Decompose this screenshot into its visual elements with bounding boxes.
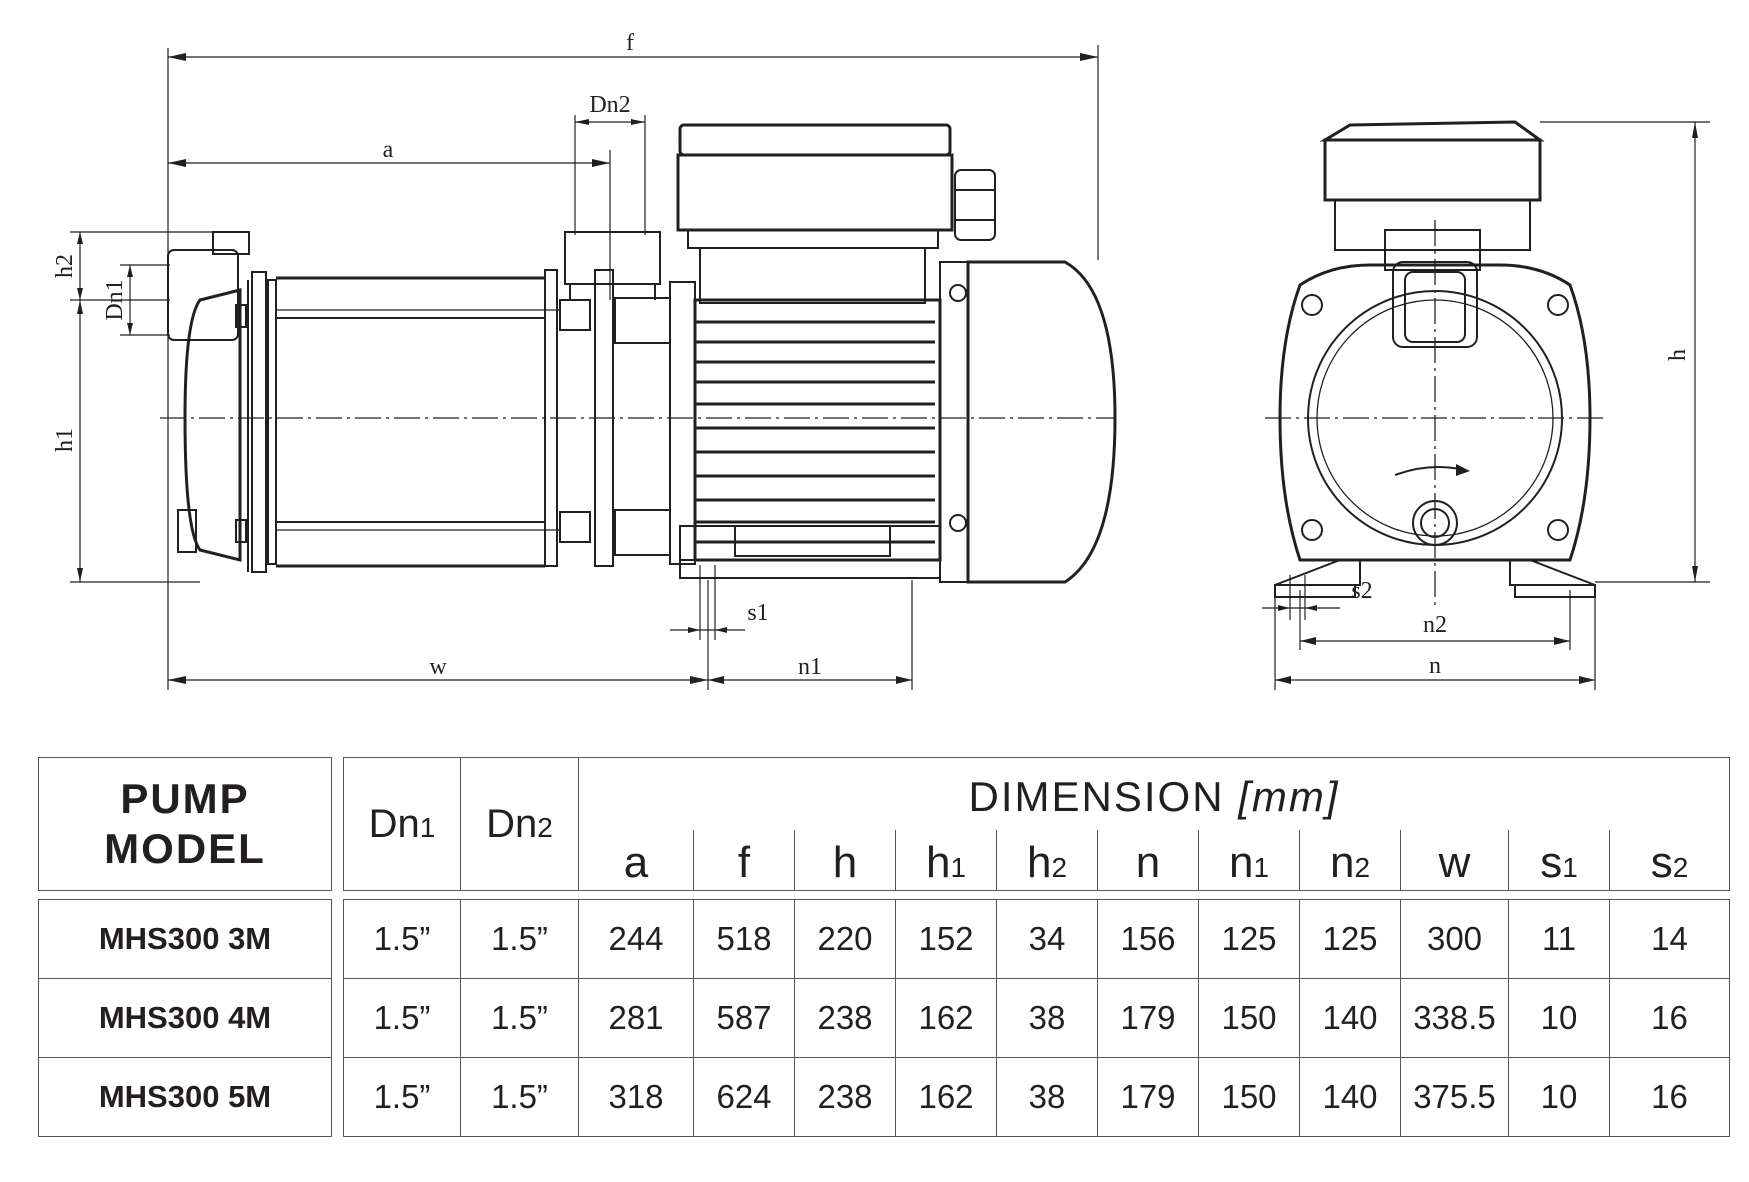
dimension-n: n — [1274, 590, 1596, 690]
table-row: 1.5” 1.5” 318 624 238 162 38 179 150 140… — [343, 1057, 1731, 1137]
dn1-cell: 1.5” — [343, 1057, 461, 1137]
value-cell-n: 179 — [1097, 1057, 1199, 1137]
label-dn2: Dn2 — [589, 92, 630, 118]
dimension-n1: n1 — [708, 580, 913, 690]
col-header-n: n — [1097, 829, 1199, 891]
value-cell-h1: 162 — [895, 978, 997, 1058]
dn2-header: Dn2 — [460, 757, 579, 891]
value-cell-h2: 38 — [996, 978, 1098, 1058]
col-header-s2: s2 — [1608, 829, 1731, 891]
value-cell-h: 220 — [794, 899, 896, 979]
dimension-table: Dn1 Dn2 DIMENSION [mm] a f h h1 h2 n n1 … — [343, 757, 1731, 1137]
dimension-a: a — [168, 137, 611, 300]
dimension-w: w — [168, 580, 709, 690]
dimension-f: f — [167, 30, 1099, 690]
label-f: f — [626, 30, 634, 56]
label-s2: s2 — [1351, 578, 1372, 604]
pump-dimension-drawing: f Dn2 a h2 — [52, 30, 1710, 690]
label-h2: h2 — [52, 254, 78, 278]
value-cell-h1: 162 — [895, 1057, 997, 1137]
value-cell-f: 518 — [693, 899, 795, 979]
pump-end-cover — [167, 231, 277, 573]
label-n1: n1 — [798, 654, 822, 680]
dimension-h2: h2 — [52, 231, 220, 301]
dn1-cell: 1.5” — [343, 899, 461, 979]
pump-model-header-line2: MODEL — [104, 825, 266, 872]
pump-model-header: PUMP MODEL — [38, 757, 332, 891]
label-h: h — [1665, 349, 1691, 361]
value-cell-a: 244 — [578, 899, 694, 979]
col-header-a: a — [578, 829, 694, 891]
value-cell-h2: 34 — [996, 899, 1098, 979]
value-cell-f: 624 — [693, 1057, 795, 1137]
dimension-h: h — [1540, 121, 1710, 583]
label-w: w — [429, 654, 447, 680]
dn2-cell: 1.5” — [460, 978, 579, 1058]
value-cell-a: 281 — [578, 978, 694, 1058]
dn1-header: Dn1 — [343, 757, 461, 891]
model-cell: MHS300 4M — [38, 978, 332, 1058]
dimension-s1: s1 — [670, 565, 769, 640]
value-cell-s1: 11 — [1508, 899, 1610, 979]
value-cell-n2: 140 — [1299, 978, 1401, 1058]
terminal-box — [676, 123, 996, 304]
value-cell-s2: 16 — [1608, 978, 1731, 1058]
table-row: 1.5” 1.5” 281 587 238 162 38 179 150 140… — [343, 978, 1731, 1058]
dimension-dn2: Dn2 — [574, 92, 646, 235]
label-h1: h1 — [52, 428, 78, 452]
value-cell-s2: 14 — [1608, 899, 1731, 979]
col-header-n2: n2 — [1299, 829, 1401, 891]
value-cell-n1: 150 — [1198, 1057, 1300, 1137]
value-cell-h: 238 — [794, 978, 896, 1058]
label-n: n — [1429, 653, 1441, 679]
dimension-n2: n2 — [1299, 590, 1571, 650]
value-cell-n2: 140 — [1299, 1057, 1401, 1137]
model-cell: MHS300 3M — [38, 899, 332, 979]
side-view: f Dn2 a h2 — [52, 30, 1117, 690]
dn2-cell: 1.5” — [460, 1057, 579, 1137]
dn1-cell: 1.5” — [343, 978, 461, 1058]
pump-body — [276, 269, 696, 568]
value-cell-n2: 125 — [1299, 899, 1401, 979]
value-cell-s1: 10 — [1508, 1057, 1610, 1137]
motor-housing — [693, 260, 1117, 584]
value-cell-s2: 16 — [1608, 1057, 1731, 1137]
col-header-w: w — [1400, 829, 1509, 891]
col-header-h1: h1 — [895, 829, 997, 891]
dimension-title: DIMENSION [mm] — [577, 757, 1731, 830]
dn2-cell: 1.5” — [460, 899, 579, 979]
value-cell-a: 318 — [578, 1057, 694, 1137]
value-cell-h1: 152 — [895, 899, 997, 979]
col-header-h: h — [794, 829, 896, 891]
end-view: h s2 n2 n — [1262, 120, 1710, 690]
label-s1: s1 — [747, 600, 768, 626]
value-cell-w: 300 — [1400, 899, 1509, 979]
value-cell-w: 338.5 — [1400, 978, 1509, 1058]
label-dn1: Dn1 — [102, 279, 128, 320]
col-header-f: f — [693, 829, 795, 891]
motor-base-feet — [679, 525, 941, 579]
col-header-s1: s1 — [1508, 829, 1610, 891]
label-n2: n2 — [1423, 612, 1447, 638]
dimension-dn1: Dn1 — [102, 264, 170, 336]
col-header-n1: n1 — [1198, 829, 1300, 891]
value-cell-n1: 150 — [1198, 978, 1300, 1058]
pump-model-table: PUMP MODEL MHS300 3M MHS300 4M MHS300 5M — [38, 757, 332, 1137]
discharge-port — [564, 231, 661, 300]
pump-model-header-line1: PUMP — [120, 775, 250, 822]
value-cell-n: 156 — [1097, 899, 1199, 979]
value-cell-h: 238 — [794, 1057, 896, 1137]
value-cell-s1: 10 — [1508, 978, 1610, 1058]
dimension-h1: h1 — [52, 300, 200, 583]
value-cell-h2: 38 — [996, 1057, 1098, 1137]
col-header-h2: h2 — [996, 829, 1098, 891]
model-cell: MHS300 5M — [38, 1057, 332, 1137]
value-cell-f: 587 — [693, 978, 795, 1058]
value-cell-n: 179 — [1097, 978, 1199, 1058]
table-row: 1.5” 1.5” 244 518 220 152 34 156 125 125… — [343, 899, 1731, 979]
value-cell-w: 375.5 — [1400, 1057, 1509, 1137]
value-cell-n1: 125 — [1198, 899, 1300, 979]
label-a: a — [383, 137, 394, 163]
